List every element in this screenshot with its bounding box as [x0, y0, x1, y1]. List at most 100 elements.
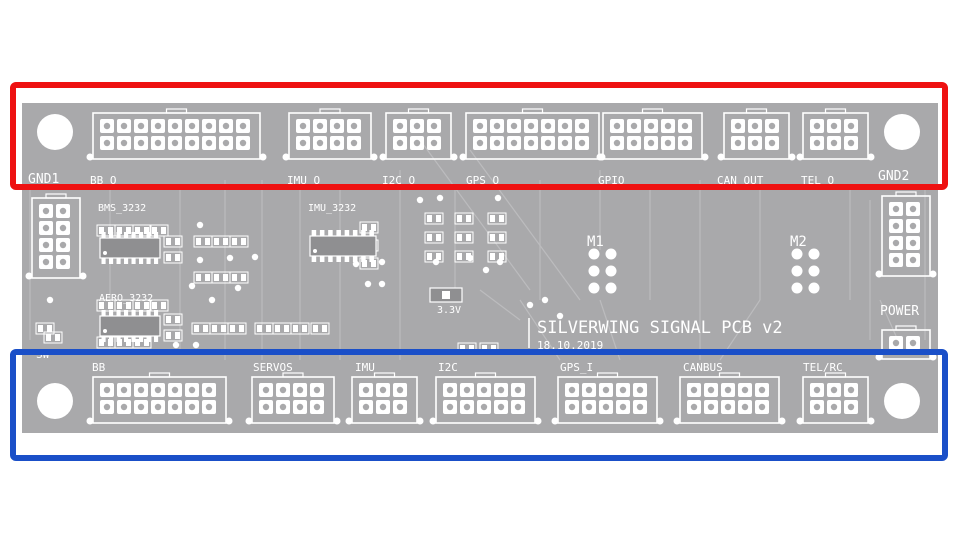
- smd-pad: [427, 215, 432, 222]
- via: [482, 266, 490, 274]
- bottom-gps-i-label: GPS_I: [560, 361, 593, 374]
- bottom-gps-i-pin-hole: [619, 403, 627, 411]
- mount-pad: [791, 248, 803, 260]
- bottom-servos-label: SERVOS: [253, 361, 293, 374]
- smd-pad: [460, 345, 465, 352]
- top-gpio-peg: [701, 153, 709, 161]
- bottom-tel-rc-peg: [867, 417, 875, 425]
- gnd1-latch: [45, 193, 67, 199]
- top-imu-o-pin-hole: [333, 122, 341, 130]
- smd-pad: [196, 274, 201, 281]
- bottom-i2c-pin-hole: [463, 403, 471, 411]
- top-gps-o-pin-hole: [578, 122, 586, 130]
- bottom-gps-i-pin-hole: [602, 403, 610, 411]
- top-bb-o-connector: [86, 108, 267, 161]
- chip-pin: [336, 256, 341, 262]
- smd-pad: [99, 339, 104, 346]
- smd-part: [359, 257, 379, 270]
- smd-pad: [203, 325, 208, 332]
- top-tel-o-connector: [796, 108, 875, 161]
- chip-pin: [369, 230, 374, 236]
- top-bb-o-pin-hole: [154, 139, 162, 147]
- smd-outline: [227, 322, 247, 335]
- circuit-traces: [29, 139, 926, 361]
- top-gps-o-pin-hole: [561, 139, 569, 147]
- chip-pin: [109, 336, 114, 342]
- top-gps-o-pin-hole: [476, 122, 484, 130]
- power-pin-hole: [892, 339, 900, 347]
- chip-pin: [344, 230, 350, 236]
- bottom-canbus-pin-hole: [724, 403, 732, 411]
- smd-pad: [241, 274, 246, 281]
- smd-outline: [424, 231, 444, 244]
- mounting-hole: [37, 114, 73, 150]
- top-tel-o-pin-hole: [813, 122, 821, 130]
- smd-part: [163, 329, 183, 342]
- chip-pin: [352, 256, 358, 262]
- mount-pad: [808, 265, 820, 277]
- gnd1-pin-hole: [59, 241, 67, 249]
- power-pin-hole: [909, 339, 917, 347]
- smd-outline: [229, 271, 249, 284]
- smd-pad: [427, 253, 432, 260]
- top-can-out-pin-hole: [751, 122, 759, 130]
- chip-body: [99, 315, 161, 337]
- smd-pad: [175, 316, 180, 323]
- bottom-gps-i-latch: [596, 372, 619, 378]
- smd-outline: [163, 251, 183, 264]
- mount-pad: [791, 265, 803, 277]
- top-imu-o-pin-hole: [350, 122, 358, 130]
- bottom-gps-i-pin-hole: [619, 386, 627, 394]
- smd-outline: [163, 235, 183, 248]
- top-bb-o-pin-hole: [137, 122, 145, 130]
- smd-components: [35, 194, 820, 355]
- gnd1-peg: [25, 272, 33, 280]
- smd-pad: [239, 325, 244, 332]
- gnd2-pin-hole: [892, 205, 900, 213]
- bottom-gps-i-pin-hole: [636, 403, 644, 411]
- smd-pad: [427, 234, 432, 241]
- smd-pad: [490, 253, 495, 260]
- mount-label: M1: [587, 234, 604, 250]
- gnd2-peg: [929, 270, 937, 278]
- chip-pin: [154, 258, 159, 264]
- smd-pad: [491, 345, 496, 352]
- top-tel-o-pin-hole: [847, 139, 855, 147]
- bottom-i2c-pin-hole: [446, 403, 454, 411]
- smd-pad: [466, 234, 471, 241]
- bottom-tel-rc-latch: [824, 372, 847, 378]
- gnd1-connector: [25, 193, 87, 280]
- smd-pad: [126, 339, 131, 346]
- mount-pad: [791, 282, 803, 294]
- smd-outline: [359, 221, 379, 234]
- gnd1-pin-hole: [42, 224, 50, 232]
- bottom-bb-pin-hole: [120, 403, 128, 411]
- bottom-imu-peg: [345, 417, 353, 425]
- smd-pad: [499, 215, 504, 222]
- voltage-regulator: [429, 287, 463, 303]
- top-gps-o-pin-hole: [561, 122, 569, 130]
- via: [432, 258, 440, 266]
- bottom-i2c-pin-hole: [514, 403, 522, 411]
- top-bb-o-pin-hole: [205, 122, 213, 130]
- bottom-imu-pin-hole: [362, 386, 370, 394]
- smd-part: [454, 231, 474, 244]
- smd-pad: [499, 253, 504, 260]
- top-can-out-pin-hole: [768, 122, 776, 130]
- smd-pad: [362, 224, 367, 231]
- top-can-out-pin-hole: [768, 139, 776, 147]
- gnd1-pin-hole: [59, 258, 67, 266]
- bottom-bb-pin-hole: [103, 403, 111, 411]
- smd-outline: [359, 257, 379, 270]
- bottom-imu-peg: [416, 417, 424, 425]
- chip-pin: [116, 310, 121, 316]
- bottom-imu-connector: [345, 372, 424, 425]
- smd-pad: [135, 339, 140, 346]
- chip-pin: [124, 258, 129, 264]
- bottom-tel-rc-pin-hole: [830, 386, 838, 394]
- smd-pad: [436, 215, 441, 222]
- smd-pad: [108, 339, 113, 346]
- bottom-canbus-connector: [673, 372, 786, 425]
- chip-pin: [131, 258, 136, 264]
